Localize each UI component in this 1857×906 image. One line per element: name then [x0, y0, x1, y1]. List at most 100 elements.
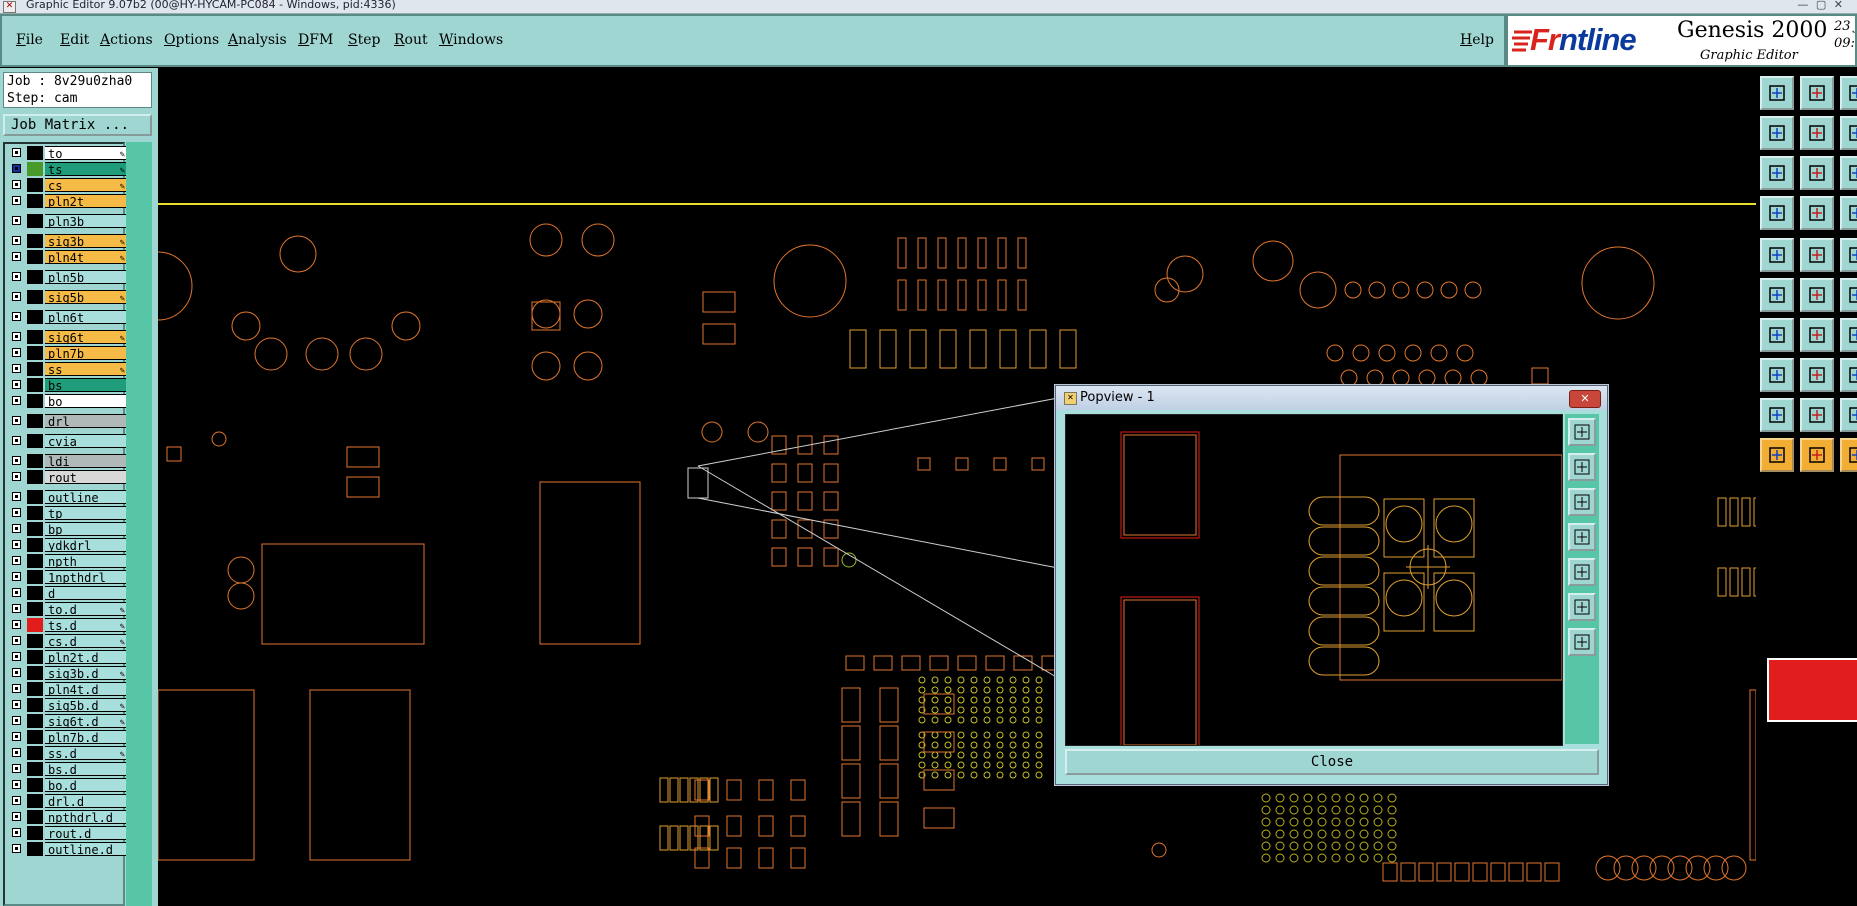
layer-checkbox[interactable]	[12, 540, 21, 549]
layer-row[interactable]: pln6t	[7, 310, 129, 324]
pad-tool-button[interactable]	[1760, 278, 1794, 312]
layer-checkbox[interactable]	[12, 180, 21, 189]
popview-zoom-view[interactable]	[1066, 415, 1562, 745]
layer-checkbox[interactable]	[12, 348, 21, 357]
line2-tool-button[interactable]	[1800, 318, 1834, 352]
layer-name[interactable]: tp	[45, 506, 129, 520]
up-arrow-tool-button[interactable]	[1760, 76, 1794, 110]
layer-checkbox[interactable]	[12, 508, 21, 517]
layer-row[interactable]: ts.d✎	[7, 618, 129, 632]
layer-row[interactable]: cvia	[7, 434, 129, 448]
layer-name[interactable]: pln5b	[45, 270, 129, 284]
left-arrow-tool-button[interactable]	[1760, 116, 1794, 150]
layer-row[interactable]: bs.d	[7, 762, 129, 776]
layer-row[interactable]: outline	[7, 490, 129, 504]
line-tool-button[interactable]	[1760, 318, 1794, 352]
layer-row[interactable]: pln2t.d	[7, 650, 129, 664]
layer-checkbox[interactable]	[12, 364, 21, 373]
layer-name[interactable]: sig5b✎	[45, 290, 129, 304]
layer-name[interactable]: bo	[45, 394, 129, 408]
layer-checkbox[interactable]	[12, 700, 21, 709]
layer-name[interactable]: to.d✎	[45, 602, 129, 616]
right-arrow-button[interactable]	[1568, 558, 1596, 586]
layer-name[interactable]: sig6t✎	[45, 330, 129, 344]
layer-checkbox[interactable]	[12, 524, 21, 533]
layer-checkbox[interactable]	[12, 236, 21, 245]
layer-row[interactable]: pln4t✎	[7, 250, 129, 264]
zoom-window-button[interactable]	[1568, 418, 1596, 446]
layer-checkbox[interactable]	[12, 292, 21, 301]
layer-checkbox[interactable]	[12, 216, 21, 225]
pointer2-tool-button[interactable]	[1800, 438, 1834, 472]
layer-row[interactable]: ss✎	[7, 362, 129, 376]
snap-tool-button[interactable]	[1800, 196, 1834, 230]
menu-edit[interactable]: Edit	[60, 32, 90, 48]
layer-checkbox[interactable]	[12, 668, 21, 677]
menu-help[interactable]: Help	[1460, 32, 1494, 48]
layer-checkbox[interactable]	[12, 380, 21, 389]
layer-name[interactable]: sig5b.d✎	[45, 698, 129, 712]
minus-tool-button[interactable]	[1800, 358, 1834, 392]
more-tool-button[interactable]	[1840, 278, 1857, 312]
layer-row[interactable]: pln2t	[7, 194, 129, 208]
layer-name[interactable]: outline	[45, 490, 129, 504]
menu-dfm[interactable]: DFM	[298, 32, 334, 48]
draw-tool-button[interactable]	[1800, 238, 1834, 272]
layer-row[interactable]: bo	[7, 394, 129, 408]
layer-row[interactable]: ss.d✎	[7, 746, 129, 760]
layer-row[interactable]: bp	[7, 522, 129, 536]
layer-name[interactable]: npth	[45, 554, 129, 568]
layer-row[interactable]: rout.d	[7, 826, 129, 840]
left-arrow-button[interactable]	[1568, 523, 1596, 551]
layer-name[interactable]: pln4t✎	[45, 250, 129, 264]
layer-checkbox[interactable]	[12, 764, 21, 773]
layer-name[interactable]: cs.d✎	[45, 634, 129, 648]
layer-name[interactable]: ldi	[45, 454, 129, 468]
layer-checkbox[interactable]	[12, 196, 21, 205]
down-arrow-tool-button[interactable]	[1800, 76, 1834, 110]
layer-checkbox[interactable]	[12, 472, 21, 481]
layer-name[interactable]: sig3b✎	[45, 234, 129, 248]
more-tool-button[interactable]	[1840, 238, 1857, 272]
layer-row[interactable]: to.d✎	[7, 602, 129, 616]
layer-name[interactable]: drl	[45, 414, 129, 428]
layer-checkbox[interactable]	[12, 456, 21, 465]
layer-name[interactable]: bo.d	[45, 778, 129, 792]
layer-checkbox[interactable]	[12, 620, 21, 629]
layer-name[interactable]: to✎	[45, 146, 129, 160]
layer-name[interactable]: rout	[45, 470, 129, 484]
layer-checkbox[interactable]	[12, 164, 21, 173]
layer-checkbox[interactable]	[12, 416, 21, 425]
close-icon[interactable]: ✕	[1569, 390, 1601, 408]
layer-checkbox[interactable]	[12, 796, 21, 805]
layer-name[interactable]: pln6t	[45, 310, 129, 324]
layer-name[interactable]: bs	[45, 378, 129, 392]
layer-name[interactable]: cs✎	[45, 178, 129, 192]
layer-row[interactable]: bs	[7, 378, 129, 392]
layer-row[interactable]: pln7b	[7, 346, 129, 360]
cross-tool-button[interactable]	[1800, 278, 1834, 312]
layer-name[interactable]: ydkdrl	[45, 538, 129, 552]
menu-rout[interactable]: Rout	[394, 32, 428, 48]
layer-checkbox[interactable]	[12, 748, 21, 757]
layer-checkbox[interactable]	[12, 652, 21, 661]
layer-name[interactable]: pln3b	[45, 214, 129, 228]
menu-analysis[interactable]: Analysis	[228, 32, 287, 48]
popview-canvas[interactable]	[1065, 414, 1563, 746]
layer-name[interactable]: rout.d	[45, 826, 129, 840]
measure-tool-button[interactable]	[1760, 196, 1794, 230]
layer-row[interactable]: npthdrl.d	[7, 810, 129, 824]
menu-step[interactable]: Step	[348, 32, 381, 48]
layer-checkbox[interactable]	[12, 828, 21, 837]
fit-tool-button[interactable]	[1760, 156, 1794, 190]
layer-name[interactable]: pln7b.d	[45, 730, 129, 744]
layer-name[interactable]: npthdrl.d	[45, 810, 129, 824]
layer-row[interactable]: drl	[7, 414, 129, 428]
layer-name[interactable]: sig3b.d✎	[45, 666, 129, 680]
layer-row[interactable]: pln7b.d	[7, 730, 129, 744]
layer-checkbox[interactable]	[12, 812, 21, 821]
more-tool-button[interactable]	[1840, 196, 1857, 230]
layer-checkbox[interactable]	[12, 556, 21, 565]
center-button[interactable]	[1568, 628, 1596, 656]
popview-close-button[interactable]: Close	[1065, 749, 1599, 775]
